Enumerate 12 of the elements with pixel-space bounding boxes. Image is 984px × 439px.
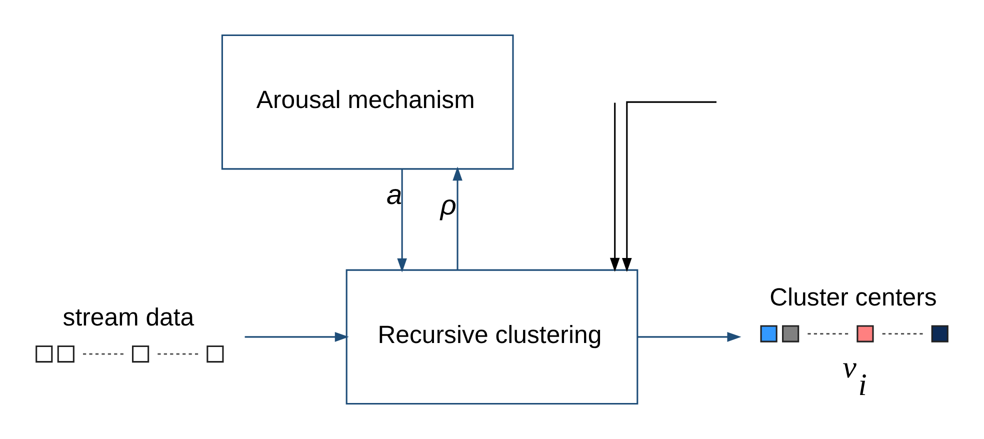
edge-label: ρ — [440, 189, 456, 220]
node-label: Cluster centers — [770, 283, 937, 312]
arrow — [244, 332, 349, 342]
arrow — [452, 166, 462, 270]
arrow — [610, 102, 620, 272]
node-box: Recursive clustering — [346, 269, 638, 405]
arrow — [397, 169, 407, 272]
node-label: stream data — [62, 304, 194, 332]
node-box: Arousal mechanism — [221, 34, 514, 170]
edge-label: a — [386, 178, 402, 210]
arrow — [638, 332, 742, 342]
arrow — [622, 101, 716, 272]
